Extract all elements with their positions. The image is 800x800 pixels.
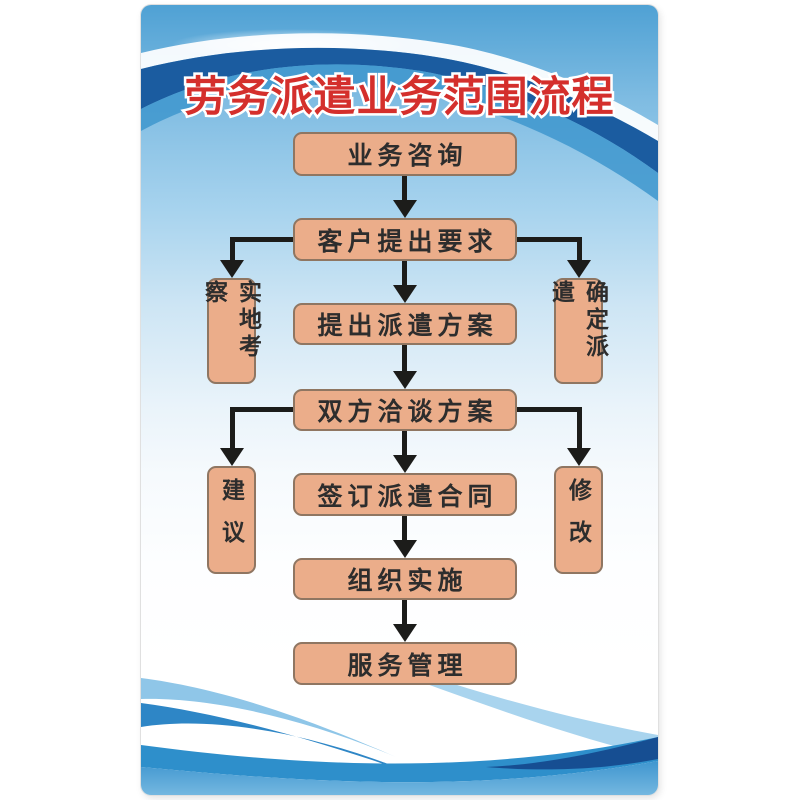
branch-stem-right bbox=[576, 407, 582, 449]
arrow-down-icon bbox=[567, 448, 591, 466]
arrow-down-icon bbox=[393, 200, 417, 218]
arrow-down-stem bbox=[402, 345, 407, 373]
arrow-down-icon bbox=[393, 540, 417, 558]
branch-line-left bbox=[232, 237, 293, 242]
arrow-down-icon bbox=[393, 285, 417, 303]
arrow-down-stem bbox=[402, 600, 407, 626]
branch-stem-left bbox=[229, 407, 235, 449]
branch-stem-right bbox=[576, 237, 582, 263]
flowchart-poster: 劳务派遣业务范围流程 业务咨询 客户提出要求 提出派遣方案 双方洽谈方案 签订派… bbox=[141, 5, 658, 795]
flow-box-negotiate-plan: 双方洽谈方案 bbox=[293, 389, 517, 431]
poster-title: 劳务派遣业务范围流程 bbox=[182, 71, 616, 123]
arrow-down-icon bbox=[393, 371, 417, 389]
flow-box-organize-implement: 组织实施 bbox=[293, 558, 517, 600]
arrow-down-icon bbox=[220, 448, 244, 466]
branch-line-right bbox=[517, 237, 579, 242]
side-box-revision: 修改 bbox=[554, 466, 603, 574]
flow-box-sign-contract: 签订派遣合同 bbox=[293, 473, 517, 516]
arrow-down-stem bbox=[402, 516, 407, 542]
flow-box-business-consult: 业务咨询 bbox=[293, 132, 517, 176]
arrow-down-stem bbox=[402, 261, 407, 287]
flow-box-propose-plan: 提出派遣方案 bbox=[293, 303, 517, 345]
arrow-down-stem bbox=[402, 431, 407, 457]
branch-line-left bbox=[232, 407, 293, 412]
flow-box-client-request: 客户提出要求 bbox=[293, 218, 517, 261]
branch-stem-left bbox=[229, 237, 235, 263]
branch-line-right bbox=[517, 407, 579, 412]
arrow-down-icon bbox=[393, 455, 417, 473]
side-box-confirm-dispatch: 确定派遣 bbox=[549, 278, 609, 384]
arrow-down-icon bbox=[393, 624, 417, 642]
arrow-down-icon bbox=[567, 260, 591, 278]
side-box-suggestion: 建议 bbox=[207, 466, 256, 574]
side-box-site-inspection: 实地考察 bbox=[202, 278, 262, 384]
arrow-down-stem bbox=[402, 176, 407, 203]
wave-decoration-bottom bbox=[141, 675, 658, 795]
flow-box-service-manage: 服务管理 bbox=[293, 642, 517, 685]
arrow-down-icon bbox=[220, 260, 244, 278]
